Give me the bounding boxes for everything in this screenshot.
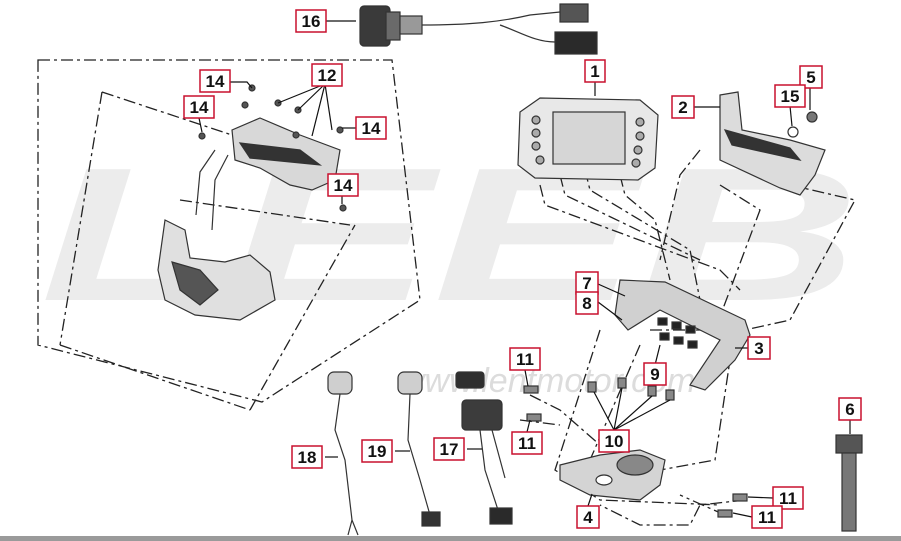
callout-11: 11 (511, 431, 543, 455)
callout-14: 14 (327, 173, 359, 197)
wiring-harness-part (359, 3, 598, 55)
callout-14: 14 (355, 116, 387, 140)
callout-6: 6 (838, 397, 862, 421)
callout-14: 14 (199, 69, 231, 93)
guide-line (589, 344, 641, 461)
leader-14 (198, 117, 203, 133)
svg-text:9: 9 (650, 365, 659, 384)
guide-line (59, 91, 103, 346)
leader-12 (311, 83, 326, 137)
callout-17: 17 (433, 437, 465, 461)
leader-11 (526, 419, 531, 433)
callout-8: 8 (575, 291, 599, 315)
guide-line (249, 224, 356, 411)
guide-line (529, 394, 601, 446)
leader-14 (230, 81, 253, 89)
handlebar-clamp-part (559, 449, 666, 501)
bottom-border (0, 536, 901, 541)
leader-7 (597, 283, 626, 297)
leader-10 (613, 399, 671, 431)
svg-text:18: 18 (298, 448, 317, 467)
callout-5: 5 (799, 65, 823, 89)
svg-text:7: 7 (582, 274, 591, 293)
svg-text:14: 14 (362, 119, 381, 138)
svg-text:11: 11 (758, 508, 776, 527)
bolt-set (523, 377, 748, 518)
usb-socket-part (397, 371, 441, 527)
guide-line (539, 184, 741, 291)
leader-12 (297, 83, 326, 111)
guide-line (714, 184, 761, 331)
svg-text:19: 19 (368, 442, 387, 461)
callout-3: 3 (747, 336, 771, 360)
callout-19: 19 (361, 439, 393, 463)
callout-4: 4 (576, 505, 600, 529)
assembly-boundary-left (37, 59, 421, 403)
callout-7: 7 (575, 271, 599, 295)
callout-12: 12 (311, 63, 343, 87)
front-cowl-part (157, 117, 341, 321)
leader-9 (654, 344, 661, 366)
svg-text:3: 3 (754, 339, 763, 358)
svg-text:5: 5 (806, 68, 815, 87)
svg-text:8: 8 (582, 294, 591, 313)
guide-line (599, 499, 746, 526)
svg-text:17: 17 (440, 440, 459, 459)
svg-text:2: 2 (678, 98, 687, 117)
svg-text:4: 4 (583, 508, 593, 527)
guide-line (559, 174, 701, 261)
svg-text:11: 11 (518, 434, 536, 453)
leader-10 (613, 395, 653, 431)
svg-text:11: 11 (516, 350, 534, 369)
leader-12 (277, 83, 326, 104)
leader-12 (324, 83, 333, 131)
callout-9: 9 (643, 362, 667, 386)
ignition-switch-part (455, 371, 513, 525)
guide-line (744, 184, 856, 331)
leader-15 (789, 105, 793, 127)
svg-text:6: 6 (845, 400, 854, 419)
svg-text:15: 15 (781, 87, 800, 106)
callout-11: 11 (509, 347, 541, 371)
guide-line (584, 169, 701, 301)
leader-11 (524, 369, 529, 387)
callout-11: 11 (772, 486, 804, 510)
guide-line (554, 329, 721, 506)
callout-14: 14 (183, 95, 215, 119)
leader-11 (747, 496, 774, 499)
callout-11: 11 (751, 505, 783, 529)
leader-10 (593, 391, 615, 431)
callout-16: 16 (295, 9, 327, 33)
svg-text:12: 12 (318, 66, 337, 85)
svg-text:14: 14 (206, 72, 225, 91)
cable-tie-part (835, 434, 863, 532)
power-socket-part (327, 371, 359, 536)
callout-2: 2 (671, 95, 695, 119)
callout-1: 1 (584, 59, 606, 83)
leader-4 (587, 493, 593, 507)
leader-10 (613, 387, 623, 431)
guide-line (59, 344, 251, 411)
leader-8 (597, 301, 623, 321)
callout-10: 10 (598, 429, 630, 453)
leader-11 (732, 512, 753, 518)
callout-15: 15 (774, 84, 806, 108)
callout-18: 18 (291, 445, 323, 469)
guide-line (659, 149, 701, 261)
svg-text:1: 1 (590, 62, 599, 81)
guide-line (179, 199, 351, 226)
mounting-bracket-part (614, 279, 751, 391)
svg-text:10: 10 (605, 432, 624, 451)
svg-text:14: 14 (190, 98, 209, 117)
svg-text:11: 11 (779, 489, 797, 508)
svg-text:14: 14 (334, 176, 353, 195)
bolt-part (787, 111, 818, 138)
guide-line (619, 174, 671, 281)
instrument-housing-part (719, 91, 826, 196)
dashboard-display-part (517, 97, 659, 181)
svg-text:16: 16 (302, 12, 321, 31)
